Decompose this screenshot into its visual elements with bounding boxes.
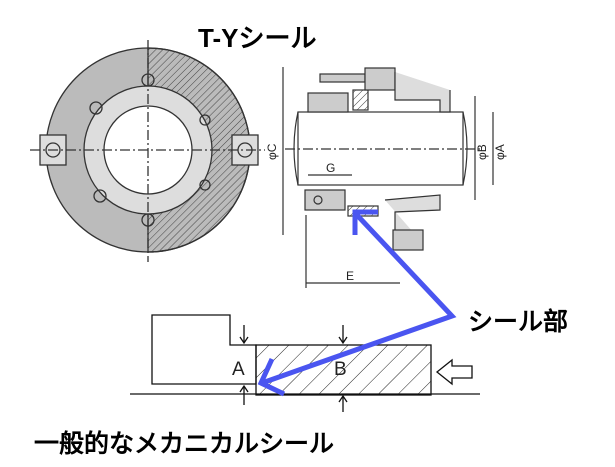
general-seal-label: 一般的なメカニカルシール: [34, 430, 335, 458]
side-view: [282, 67, 494, 288]
dim-g: G: [326, 161, 335, 175]
dim-phi-c: φC: [265, 143, 279, 160]
dim-phi-b: φB: [475, 144, 489, 160]
label-b: B: [334, 359, 347, 380]
dim-e: E: [346, 269, 354, 283]
diagram-title: T-Yシール: [198, 23, 317, 53]
pointer-arrow: [257, 209, 457, 397]
push-arrow-icon: [435, 358, 473, 386]
label-a: A: [232, 359, 245, 380]
dim-phi-a: φA: [493, 144, 507, 160]
seal-part-label: シール部: [468, 308, 569, 336]
schematic: [130, 314, 480, 412]
front-view: [30, 40, 265, 262]
